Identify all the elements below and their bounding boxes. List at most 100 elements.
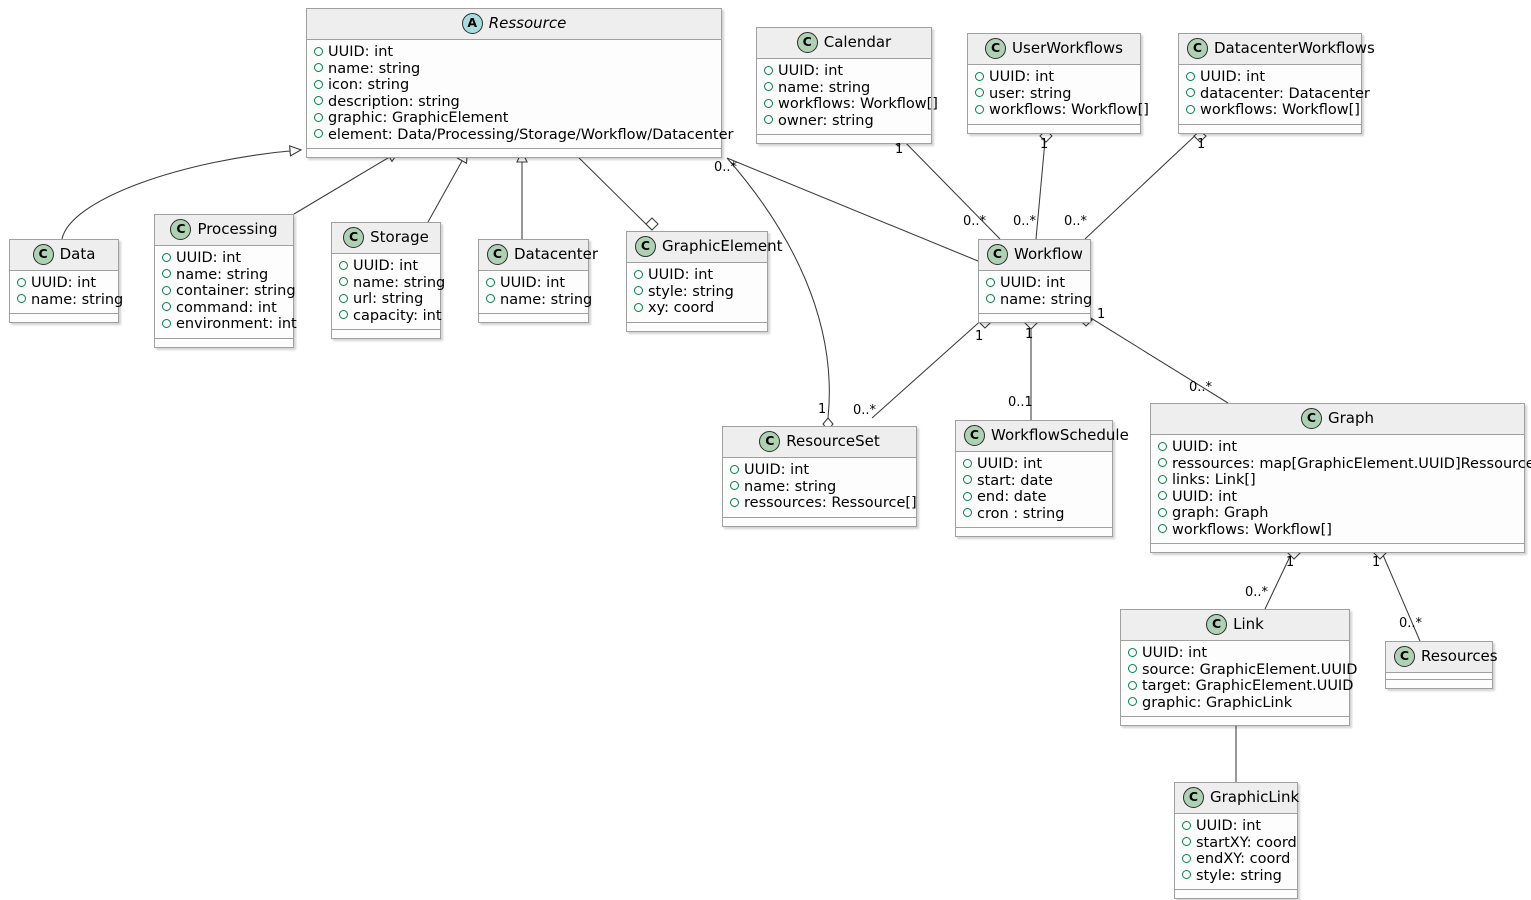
visibility-public-icon [17,277,26,287]
class-icon: C [343,227,365,248]
class-operations-workflow [979,314,1090,322]
attribute-text: style: string [1196,867,1282,884]
visibility-public-icon [1186,71,1195,81]
attribute-row: UUID: int [1128,645,1342,662]
multiplicity-label: 0..* [1399,616,1423,631]
multiplicity-label: 1 [1372,555,1381,570]
attribute-row: name: string [17,292,123,309]
attribute-text: xy: coord [648,300,715,316]
attribute-text: style: string [648,283,734,300]
attribute-row: name: string [986,292,1092,309]
attribute-text: UUID: int [1200,69,1266,85]
class-name-graphiclink: GraphicLink [1210,788,1300,806]
attribute-row: end: date [963,489,1105,506]
visibility-public-icon [730,497,739,507]
attribute-row: ressources: map[GraphicElement.UUID]Ress… [1158,456,1531,473]
attribute-row: startXY: coord [1182,835,1297,852]
visibility-public-icon [1128,664,1137,673]
class-name-graph: Graph [1327,409,1374,427]
attribute-text: UUID: int [1172,488,1238,505]
class-name-workflow: Workflow [1014,245,1083,263]
visibility-public-icon [634,269,643,279]
class-operations-graph [1151,544,1524,552]
class-icon: C [987,244,1008,265]
attribute-text: UUID: int [353,258,419,274]
visibility-public-icon [314,112,323,122]
visibility-public-icon [486,294,495,303]
attribute-row: owner: string [764,113,924,130]
attribute-text: UUID: int [977,456,1043,472]
attribute-text: datacenter: Datacenter [1200,85,1370,102]
class-icon: C [1183,787,1204,808]
visibility-public-icon [1186,88,1195,97]
attribute-row: description: string [314,94,714,111]
visibility-public-icon [634,302,643,312]
attribute-row: name: string [730,479,909,496]
attribute-text: UUID: int [744,462,810,478]
attribute-row: UUID: int [764,63,924,80]
attribute-row: start: date [963,473,1105,490]
visibility-public-icon [1128,697,1137,706]
attribute-row: graph: Graph [1158,505,1517,522]
attribute-text: UUID: int [989,69,1055,85]
visibility-public-icon [986,294,995,303]
class-operations-graphiclink [1175,890,1297,898]
multiplicity-label: 0..* [853,403,877,418]
attribute-row: UUID: int [975,69,1133,86]
attribute-row: style: string [1182,868,1290,885]
class-header-userworkflows: C UserWorkflows [968,34,1140,65]
attribute-row: UUID: int [1158,489,1517,506]
visibility-public-icon [1158,507,1167,517]
attribute-row: UUID: int [730,462,909,479]
attribute-row: name: string [486,292,592,309]
visibility-public-icon [162,269,171,278]
attribute-text: user: string [989,85,1072,102]
edge-workflow-resourceset [871,316,986,419]
class-name-userworkflows: UserWorkflows [1012,39,1123,57]
attribute-row: ressources: Ressource[] [730,495,917,512]
attribute-row: UUID: int [486,275,581,292]
visibility-public-icon [975,88,984,97]
attribute-row: url: string [339,291,433,308]
attribute-text: command: int [176,299,277,316]
class-icon: C [985,38,1007,59]
multiplicity-label: 0..* [1064,214,1088,229]
attribute-row: UUID: int [339,258,433,275]
class-icon: C [1206,614,1228,635]
attribute-row: workflows: Workflow[] [975,102,1149,119]
visibility-public-icon [162,302,171,311]
attribute-row: UUID: int [314,44,714,61]
attribute-row: UUID: int [1182,818,1290,835]
attribute-row: icon: string [314,77,714,94]
class-icon: C [1394,646,1415,667]
visibility-public-icon [314,46,323,56]
visibility-public-icon [17,294,26,303]
edge-datacenterworkflows-workflow [1084,130,1201,240]
attribute-text: name: string [328,60,421,77]
